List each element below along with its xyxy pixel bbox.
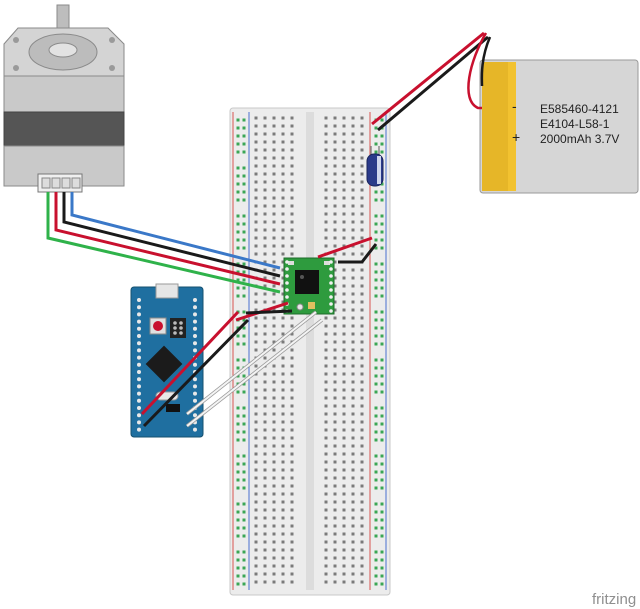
battery-minus-sign: - [512,98,517,114]
battery-icon: - + E585460-4121 E4104-L58-1 2000mAh 3.7… [479,59,639,194]
mcu-wires [140,310,324,428]
motor-wire-blue [70,192,281,270]
motor-wire-black [62,192,281,278]
mcu-wire-red-5v [140,310,240,416]
motor-wires [46,192,281,294]
driver-power-wires [235,236,378,322]
driver-wire-red-vmot [317,236,373,259]
stepper-motor-icon [3,4,125,193]
mcu-wire-black-gnd [142,318,250,428]
battery-label-line2: E4104-L58-1 [540,117,610,131]
battery-wires [371,31,492,132]
capacitor-icon [366,146,384,187]
stepper-driver-icon [283,257,335,315]
mcu-wire-white-step-core [186,311,317,415]
battery-lead-red [467,32,488,110]
motor-wire-green [46,192,281,294]
battery-lead-black [480,36,492,87]
breadboard-holes [236,116,384,586]
battery-label-line1: E585460-4121 [540,102,619,116]
driver-wire-black-gnd2 [245,309,293,315]
battery-plus-sign: + [512,129,520,145]
battery-wire-red [371,31,485,126]
breadboard [229,107,391,596]
breadboard-channel [306,112,314,590]
motor-wire-red [54,192,281,286]
driver-wire-black-gnd [338,243,378,264]
driver-chip [295,270,319,294]
mcu-reset-button [153,321,163,331]
fritzing-watermark: fritzing [592,591,636,608]
microcontroller-board-icon [130,283,204,438]
battery-label-line3: 2000mAh 3.7V [540,132,619,146]
battery-body [479,59,639,194]
mcu-wire-white-dir-core [186,319,323,427]
mcu-chip [145,345,183,383]
battery-wire-black [377,35,489,132]
mcu-usb-port [155,283,179,299]
